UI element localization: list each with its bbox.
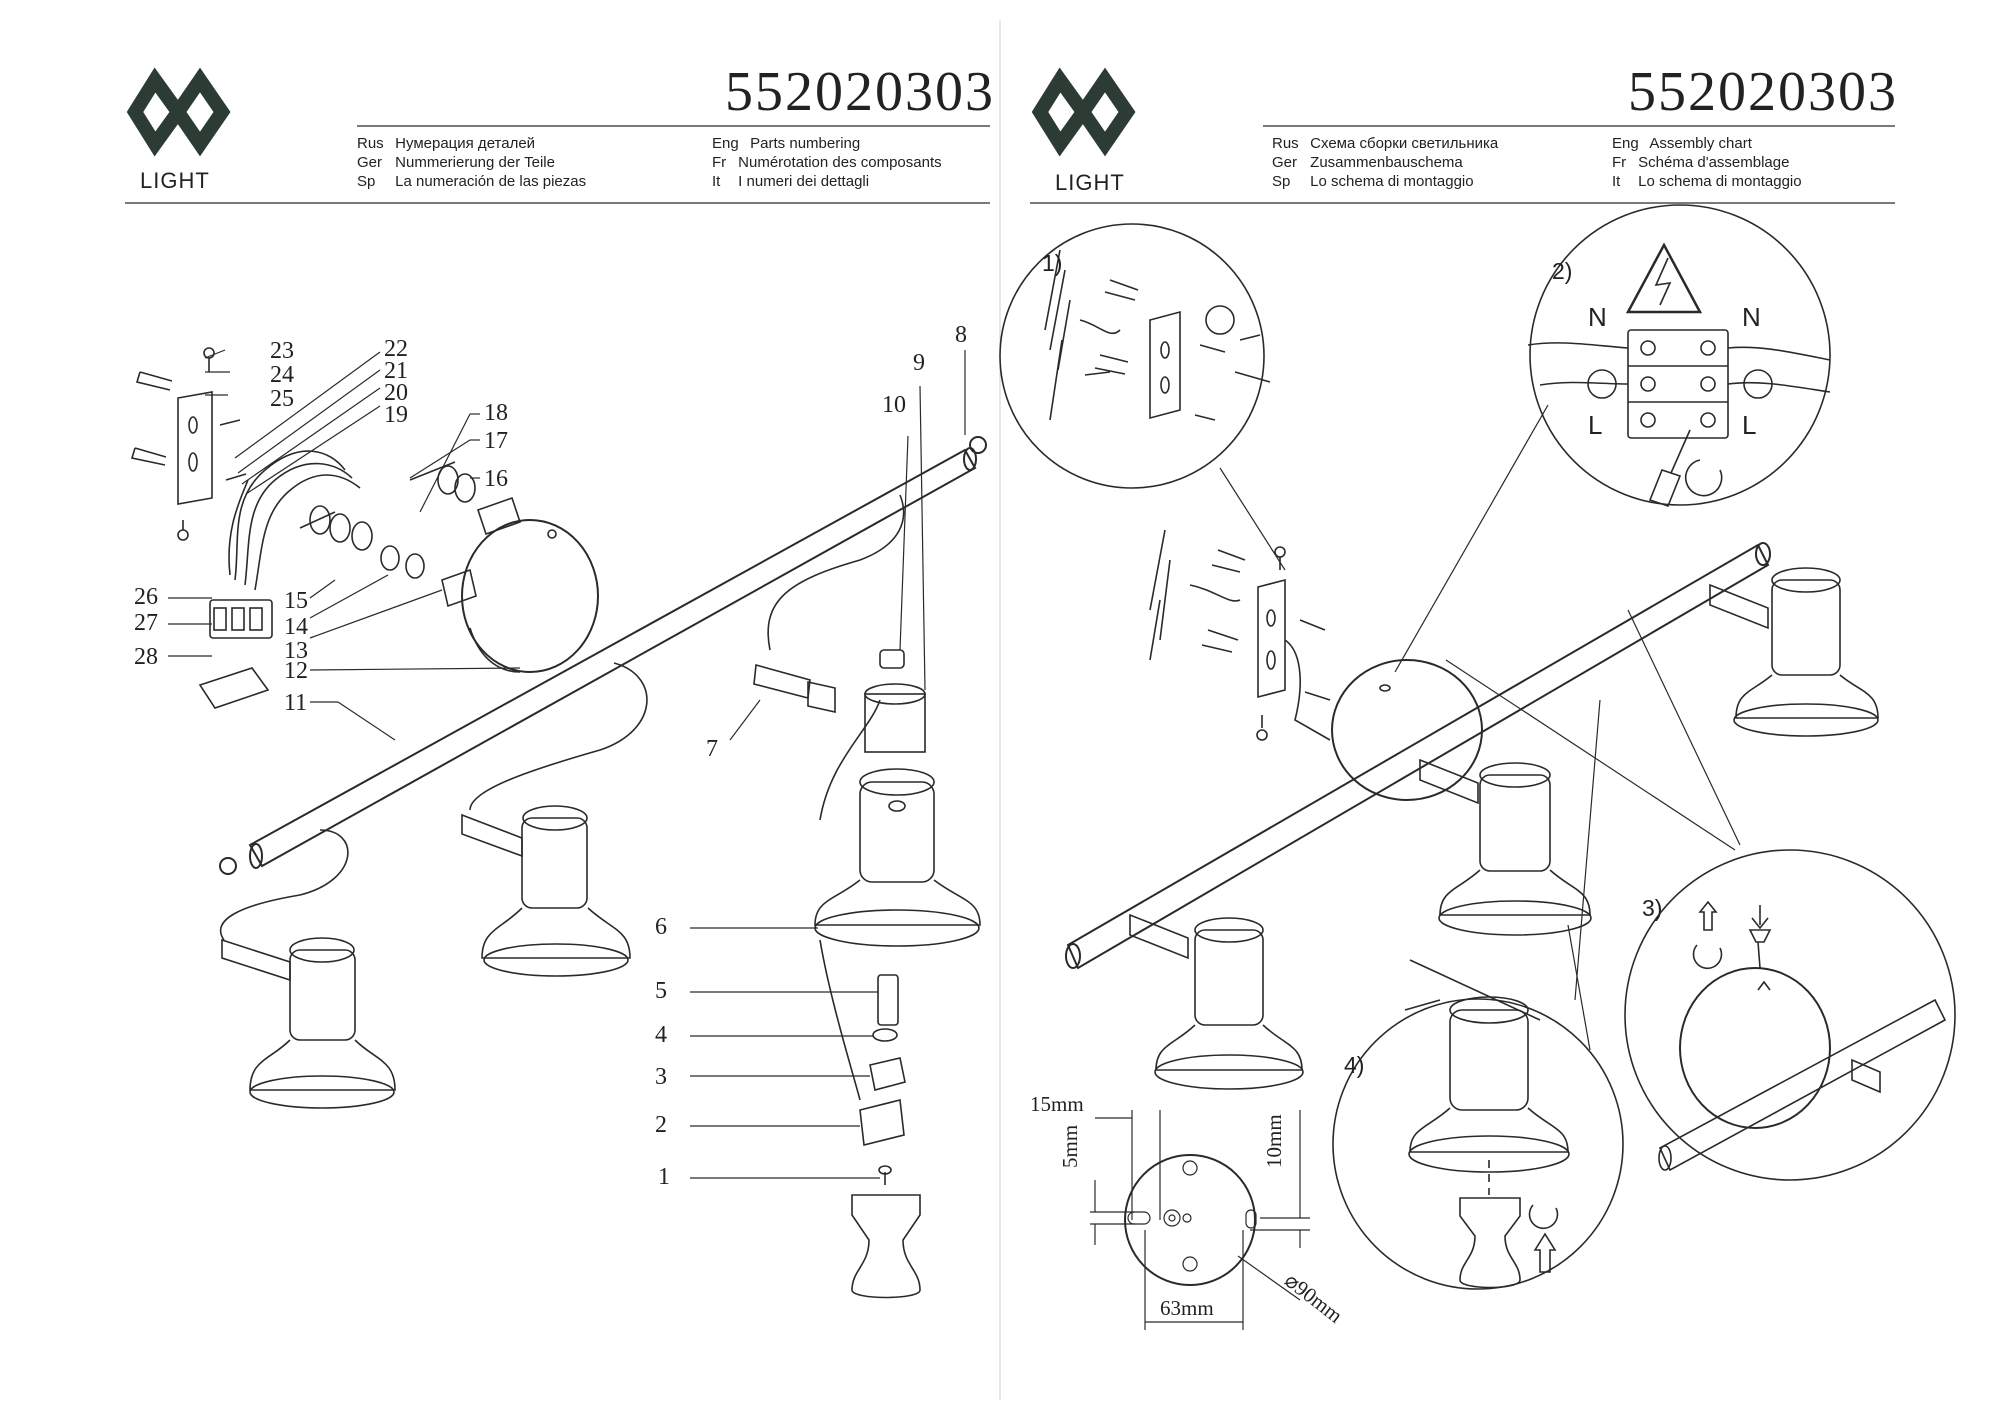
part-label-9: 9 — [913, 350, 925, 376]
step-label-4: 4) — [1344, 1052, 1365, 1078]
part-label-22: 22 — [384, 336, 408, 362]
dimension-10mm: 10mm — [1262, 1114, 1286, 1168]
product-code-left: 552020303 — [725, 61, 995, 123]
part-label-15: 15 — [284, 588, 308, 614]
part-label-19: 19 — [384, 402, 408, 428]
part-label-11: 11 — [284, 690, 308, 716]
wall-bracket-left — [130, 347, 247, 541]
part-label-20: 20 — [384, 380, 408, 406]
part-label-8: 8 — [955, 322, 967, 348]
header-row-fr: Fr Numérotation des composants — [712, 154, 942, 171]
logo-mark-right — [1031, 67, 1136, 157]
logo-text-right: LIGHT — [1055, 170, 1125, 195]
part-label-21: 21 — [384, 358, 408, 384]
header-row-ger: Ger Nummerierung der Teile — [357, 154, 555, 171]
spotlight-r3 — [1129, 913, 1304, 1090]
spotlight-exploded-left — [753, 649, 981, 1299]
header-row-it: It I numeri dei dettagli — [712, 173, 870, 190]
part-label-17: 17 — [484, 428, 508, 454]
spotlight-r1 — [1709, 567, 1879, 737]
part-label-12: 12 — [284, 658, 308, 684]
header-row-eng-right: Eng Assembly chart — [1612, 135, 1752, 152]
header-col2-right: Eng Assembly chart Fr Schéma d'assemblag… — [1612, 134, 1802, 191]
step-3-detail — [1624, 849, 1956, 1181]
step-label-3: 3) — [1642, 895, 1663, 921]
spotlight-r2 — [1419, 758, 1592, 936]
part-label-27: 27 — [134, 610, 158, 636]
callout-lines-right — [1219, 404, 1741, 1051]
part-label-5: 5 — [655, 978, 667, 1004]
step-1-detail — [999, 223, 1271, 489]
cords-left — [219, 494, 905, 1101]
part-label-18: 18 — [484, 400, 508, 426]
step-2-detail — [1527, 204, 1831, 507]
terminal-block-left — [198, 599, 273, 709]
canopy-dimension-drawing — [1090, 1110, 1310, 1330]
terminal-label-n-left: N — [1588, 302, 1607, 332]
header-row-ger-right: Ger Zusammenbauschema — [1272, 154, 1463, 171]
part-label-6: 6 — [655, 914, 667, 940]
canopy-right — [1331, 659, 1483, 801]
step-label-2: 2) — [1552, 258, 1573, 284]
wall-bracket-right — [1149, 529, 1331, 741]
terminal-label-l-left: L — [1588, 410, 1603, 440]
header-row-rus: Rus Нумерация деталей — [357, 135, 536, 152]
header-col2-left: Eng Parts numbering Fr Numérotation des … — [712, 134, 942, 191]
main-bar-left — [219, 436, 987, 875]
dimension-5mm: 5mm — [1058, 1124, 1082, 1168]
part-label-23: 23 — [270, 338, 294, 364]
spotlight-a-left — [221, 937, 396, 1109]
part-label-24: 24 — [270, 362, 294, 388]
product-code-right: 552020303 — [1628, 61, 1898, 123]
header-row-sp: Sp La numeración de las piezas — [357, 173, 587, 190]
spotlight-b-left — [461, 805, 631, 977]
header-col1-left: Rus Нумерация деталей Ger Nummerierung d… — [357, 134, 586, 191]
logo-mark-left — [126, 67, 231, 157]
part-label-26: 26 — [134, 584, 158, 610]
part-label-28: 28 — [134, 644, 158, 670]
leader-lines-left — [168, 349, 966, 1179]
part-label-25: 25 — [270, 386, 294, 412]
step-label-1: 1) — [1042, 250, 1063, 276]
part-label-10: 10 — [882, 392, 906, 418]
header-col1-right: Rus Схема сборки светильника Ger Zusamme… — [1272, 134, 1498, 191]
header-row-it-right: It Lo schema di montaggio — [1612, 173, 1802, 190]
terminal-label-n-right: N — [1742, 302, 1761, 332]
dimension-63mm: 63mm — [1160, 1296, 1214, 1320]
header-row-fr-right: Fr Schéma d'assemblage — [1612, 154, 1790, 171]
washers-left — [299, 461, 522, 608]
part-label-2: 2 — [655, 1112, 667, 1138]
part-label-16: 16 — [484, 466, 508, 492]
terminal-label-l-right: L — [1742, 410, 1757, 440]
logo-text-left: LIGHT — [140, 168, 210, 193]
part-label-13: 13 — [284, 638, 308, 664]
dimension-15mm: 15mm — [1030, 1092, 1084, 1116]
part-label-3: 3 — [655, 1064, 667, 1090]
header-row-rus-right: Rus Схема сборки светильника — [1272, 135, 1499, 152]
canopy-left — [461, 519, 599, 673]
header-row-sp-right: Sp Lo schema di montaggio — [1272, 173, 1474, 190]
part-label-1: 1 — [658, 1164, 670, 1190]
part-label-14: 14 — [284, 614, 308, 640]
part-label-7: 7 — [706, 736, 718, 762]
main-bar-right — [1065, 542, 1771, 970]
part-label-4: 4 — [655, 1022, 667, 1048]
step-4-detail — [1332, 959, 1624, 1290]
supply-wires-left — [228, 450, 361, 591]
header-row-eng: Eng Parts numbering — [712, 135, 861, 152]
